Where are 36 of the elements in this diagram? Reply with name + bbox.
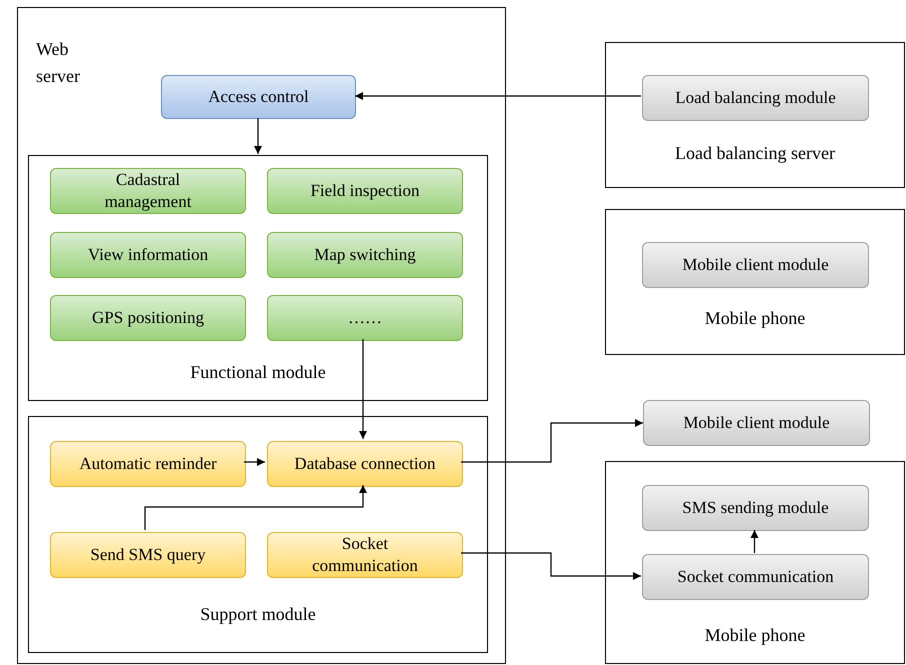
arrow	[461, 419, 643, 463]
arrow	[461, 552, 641, 580]
frame-box	[605, 42, 905, 188]
arrow	[254, 118, 262, 154]
module-box: Send SMS query	[50, 532, 246, 578]
arrow	[355, 92, 641, 100]
arrow	[750, 530, 758, 553]
frame-label: Load balancing server	[674, 142, 836, 165]
module-box: Load balancing module	[642, 75, 869, 121]
frame-label: Support module	[199, 603, 317, 626]
module-box: Socket communication	[642, 554, 869, 600]
module-box: Database connection	[267, 441, 463, 487]
arrow	[144, 485, 367, 530]
module-box: Cadastral management	[50, 168, 246, 214]
module-box: ……	[267, 295, 463, 341]
module-box: Mobile client module	[642, 242, 869, 288]
arrow	[359, 339, 367, 439]
frame-label: Mobile phone	[704, 307, 806, 330]
frame-box	[28, 416, 488, 653]
module-box: SMS sending module	[642, 485, 869, 531]
module-box: Socket communication	[267, 532, 463, 578]
frame-label: Web server	[36, 38, 81, 88]
frame-label: Mobile phone	[704, 624, 806, 647]
arrow	[244, 458, 265, 466]
frame-box	[17, 7, 506, 664]
frame-box	[605, 461, 905, 664]
module-box: Automatic reminder	[50, 441, 246, 487]
frame-box	[605, 209, 905, 355]
module-box: Access control	[161, 75, 356, 119]
module-box: Field inspection	[267, 168, 463, 214]
module-box: Map switching	[267, 232, 463, 278]
frame-label: Functional module	[189, 361, 327, 384]
module-box: GPS positioning	[50, 295, 246, 341]
frame-box	[28, 155, 488, 401]
module-box: Mobile client module	[643, 400, 870, 446]
module-box: View information	[50, 232, 246, 278]
